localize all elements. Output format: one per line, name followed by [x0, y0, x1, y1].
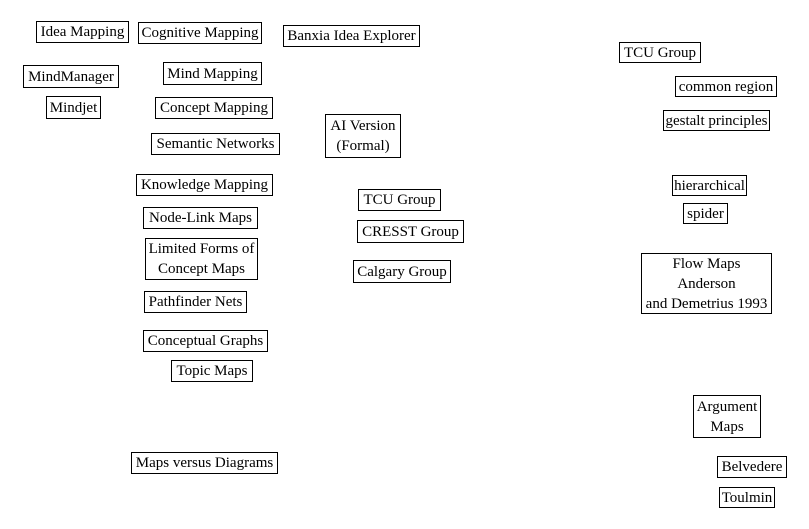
node-limited-forms-of-concept-maps[interactable]: Limited Forms of Concept Maps: [145, 238, 258, 280]
node-common-region[interactable]: common region: [675, 76, 777, 97]
node-mindmanager[interactable]: MindManager: [23, 65, 119, 88]
node-mind-mapping[interactable]: Mind Mapping: [163, 62, 262, 85]
node-cognitive-mapping[interactable]: Cognitive Mapping: [138, 22, 262, 44]
node-tcu-group-middle[interactable]: TCU Group: [358, 189, 441, 211]
node-node-link-maps[interactable]: Node-Link Maps: [143, 207, 258, 229]
node-idea-mapping[interactable]: Idea Mapping: [36, 21, 129, 43]
node-belvedere[interactable]: Belvedere: [717, 456, 787, 478]
node-cresst-group[interactable]: CRESST Group: [357, 220, 464, 243]
node-ai-version-formal[interactable]: AI Version (Formal): [325, 114, 401, 158]
node-toulmin[interactable]: Toulmin: [719, 487, 775, 508]
node-flow-maps-anderson[interactable]: Flow Maps Anderson and Demetrius 1993: [641, 253, 772, 314]
node-knowledge-mapping[interactable]: Knowledge Mapping: [136, 174, 273, 196]
node-mindjet[interactable]: Mindjet: [46, 96, 101, 119]
node-gestalt-principles[interactable]: gestalt principles: [663, 110, 770, 131]
node-concept-mapping[interactable]: Concept Mapping: [155, 97, 273, 119]
node-argument-maps[interactable]: Argument Maps: [693, 395, 761, 438]
node-pathfinder-nets[interactable]: Pathfinder Nets: [144, 291, 247, 313]
node-conceptual-graphs[interactable]: Conceptual Graphs: [143, 330, 268, 352]
node-topic-maps[interactable]: Topic Maps: [171, 360, 253, 382]
node-semantic-networks[interactable]: Semantic Networks: [151, 133, 280, 155]
node-banxia-idea-explorer[interactable]: Banxia Idea Explorer: [283, 25, 420, 47]
node-maps-versus-diagrams[interactable]: Maps versus Diagrams: [131, 452, 278, 474]
node-tcu-group-right[interactable]: TCU Group: [619, 42, 701, 63]
node-calgary-group[interactable]: Calgary Group: [353, 260, 451, 283]
node-hierarchical[interactable]: hierarchical: [672, 175, 747, 196]
node-spider[interactable]: spider: [683, 203, 728, 224]
